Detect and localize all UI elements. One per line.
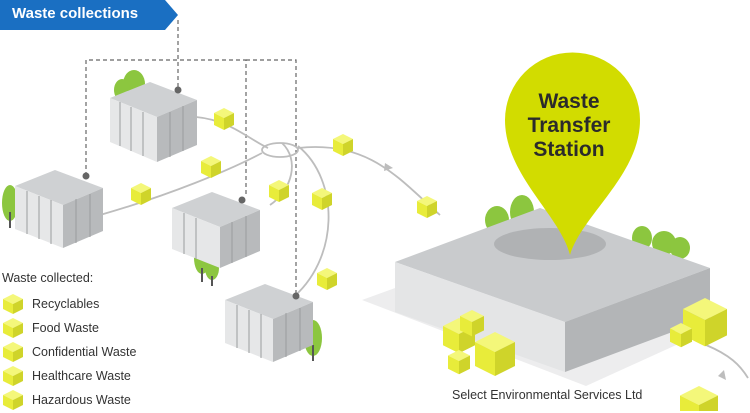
cube-icon (3, 342, 23, 362)
cube-icon (3, 318, 23, 338)
waste-collections-banner: Waste collections (0, 0, 180, 30)
pickup-dots (82, 86, 300, 300)
legend: Waste collected: Recyclables Food Waste … (2, 271, 192, 413)
banner-arrow-shape (0, 0, 178, 30)
legend-item: Recyclables (2, 293, 192, 317)
legend-item: Hazardous Waste (2, 389, 192, 413)
cube-icon (3, 366, 23, 386)
location-pin (505, 52, 640, 256)
legend-item-label: Hazardous Waste (32, 393, 131, 407)
pin-label-line: Transfer (527, 114, 611, 137)
building-4 (225, 284, 313, 362)
pin-label: Waste Transfer Station (506, 90, 632, 162)
collection-lines (85, 20, 297, 296)
banner-label: Waste collections (12, 5, 139, 22)
legend-item: Healthcare Waste (2, 365, 192, 389)
cube-icon (3, 294, 23, 314)
route-arrow (384, 163, 393, 171)
transfer-station (362, 208, 720, 386)
waste-cubes (131, 108, 727, 411)
legend-item-label: Recyclables (32, 297, 100, 311)
route-arrow (718, 370, 726, 380)
building-1 (110, 82, 197, 162)
company-name: Select Environmental Services Ltd (452, 388, 643, 402)
legend-title: Waste collected: (2, 271, 94, 285)
cube-icon (3, 390, 23, 410)
legend-item: Food Waste (2, 317, 192, 341)
pin-label-line: Waste (538, 90, 600, 113)
legend-item: Confidential Waste (2, 341, 192, 365)
legend-item-label: Healthcare Waste (32, 369, 131, 383)
building-3 (172, 192, 260, 268)
pin-label-line: Station (533, 138, 605, 161)
legend-item-label: Confidential Waste (32, 345, 137, 359)
legend-item-label: Food Waste (32, 321, 99, 335)
building-2 (15, 170, 103, 248)
